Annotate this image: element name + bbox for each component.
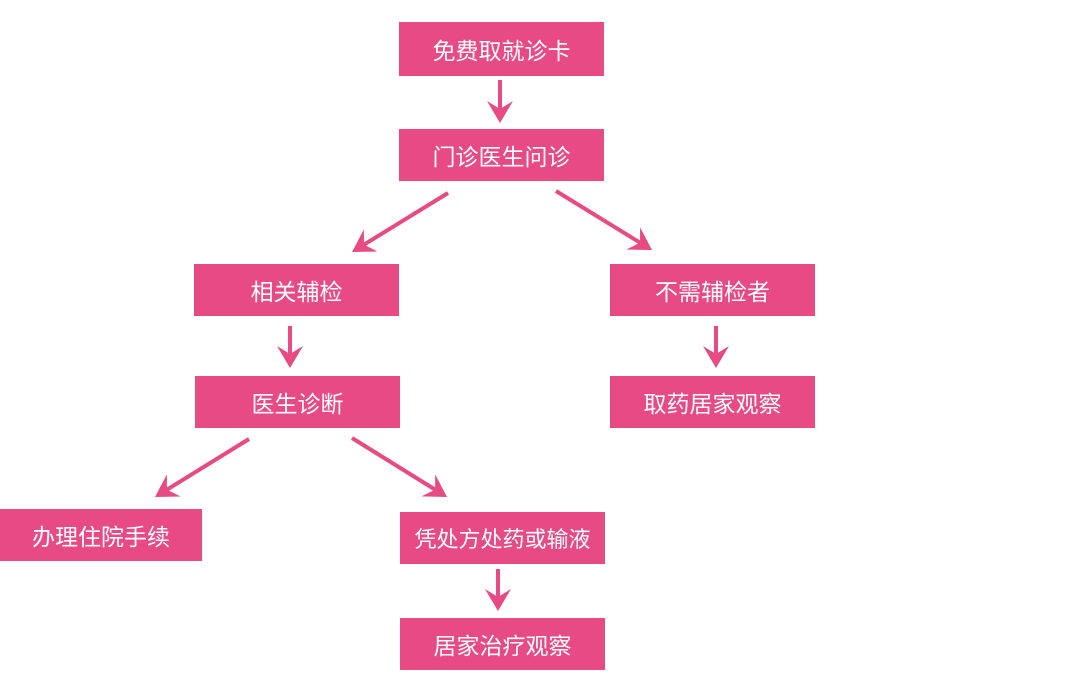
arrow-head-icon	[626, 227, 652, 250]
arrow-head-icon	[703, 346, 729, 368]
arrow-head-icon	[277, 346, 303, 368]
arrow-shaft-n2-n4	[554, 189, 642, 245]
arrow-shaft-n2-n3	[362, 191, 450, 247]
node-home-treatment-observation: 居家治疗观察	[400, 618, 605, 670]
node-doctor-diagnosis: 医生诊断	[195, 376, 400, 428]
node-outpatient-consultation: 门诊医生问诊	[399, 129, 604, 181]
node-hospital-admission: 办理住院手续	[0, 509, 202, 561]
node-related-auxiliary-exam: 相关辅检	[194, 264, 399, 316]
arrow-head-icon	[352, 229, 378, 252]
arrow-shaft-n5-n8	[350, 436, 437, 492]
node-get-free-card: 免费取就诊卡	[399, 22, 604, 76]
arrow-head-icon	[155, 474, 181, 497]
arrow-head-icon	[485, 589, 511, 611]
node-no-auxiliary-exam: 不需辅检者	[610, 264, 815, 316]
node-medicine-home-observation: 取药居家观察	[610, 376, 815, 428]
arrow-shaft-n5-n7	[165, 437, 251, 492]
arrow-head-icon	[487, 101, 513, 123]
node-prescription-medicine-or-infusion: 凭处方处药或输液	[400, 512, 605, 564]
arrow-head-icon	[421, 474, 447, 497]
